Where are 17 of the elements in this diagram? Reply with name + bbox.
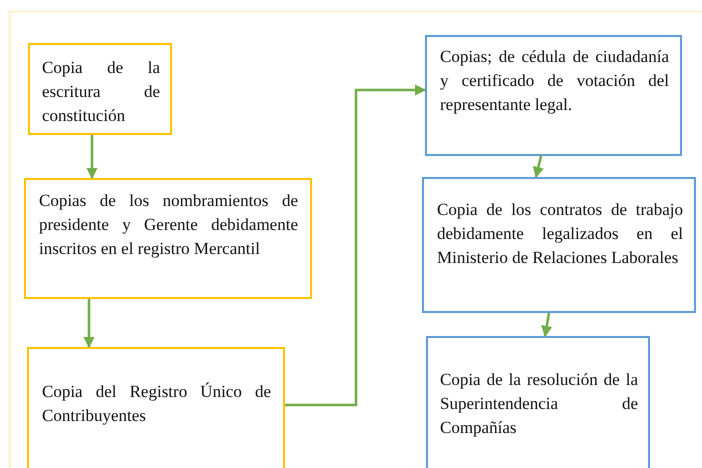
document-box xyxy=(24,178,312,299)
document-text: Copia de los contratos de trabajo debidamente legalizados en el Ministerio de Relaciones Laborales xyxy=(437,199,683,269)
document-text: Copias de los nombramientos de presidente y Gerente debidamente inscritos en el registro Mercantil xyxy=(39,190,298,260)
document-box xyxy=(425,35,682,156)
document-box xyxy=(422,177,696,313)
document-text: Copia de la resolución de la Superintendencia de Compañías xyxy=(440,369,638,439)
document-box xyxy=(27,347,285,468)
document-text: Copias; de cédula de ciudadanía y certificado de votación del representante legal. xyxy=(440,46,669,116)
arrow xyxy=(285,84,426,406)
arrow xyxy=(541,312,552,338)
document-box xyxy=(426,336,650,468)
document-box xyxy=(28,43,172,135)
document-text: Copia del Registro Único de Contribuyentes xyxy=(42,380,271,427)
arrow xyxy=(83,299,95,348)
arrow xyxy=(86,135,98,180)
document-text: Copia de la escritura de constitución xyxy=(42,57,160,127)
arrow xyxy=(532,156,544,178)
